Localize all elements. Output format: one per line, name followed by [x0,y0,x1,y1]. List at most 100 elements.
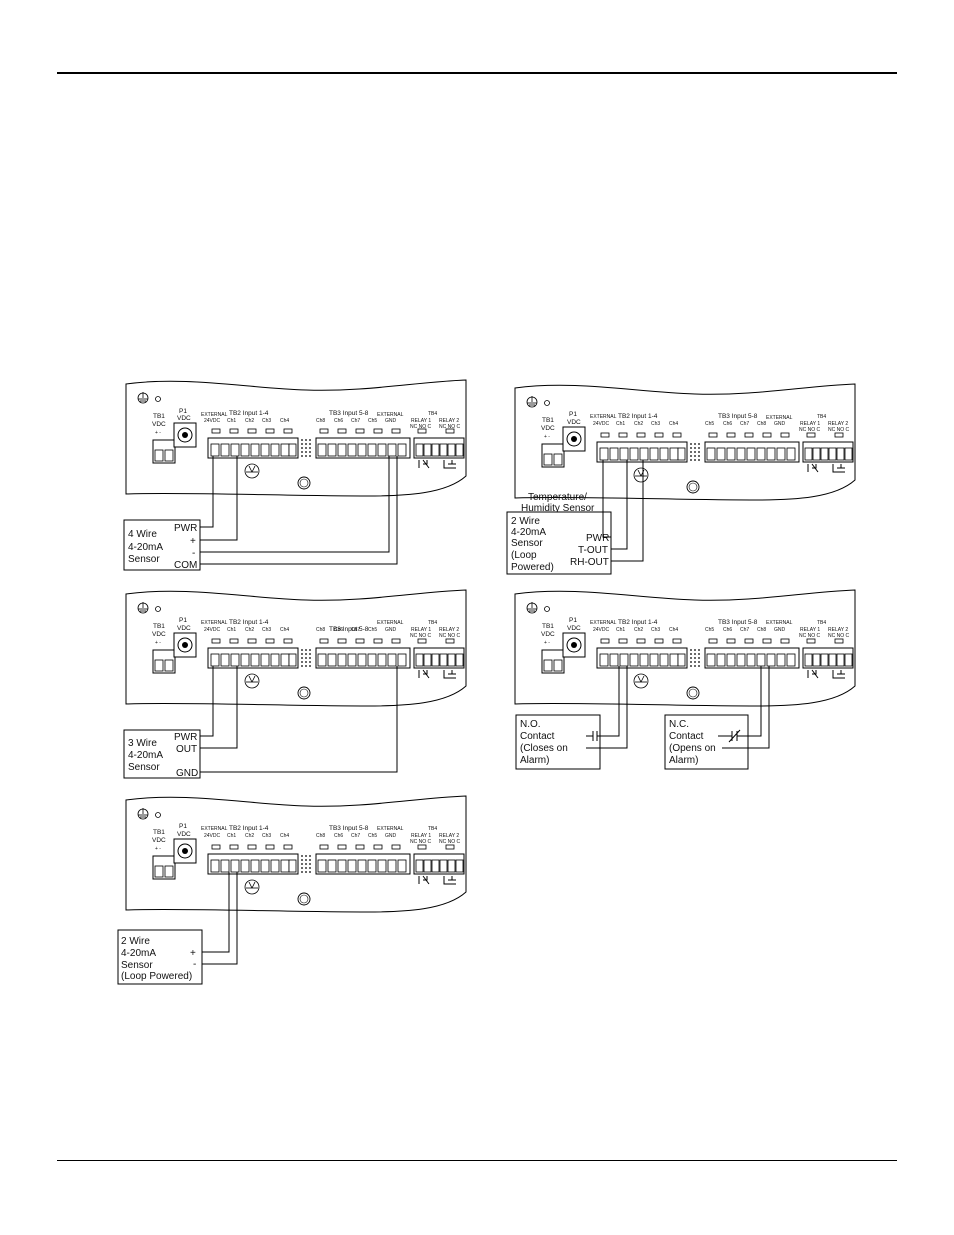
tb1-polarity: + - [155,846,161,852]
ch3-label: Ch3 [651,627,660,633]
tb4-label: TB4 [428,620,437,626]
board-3wire: TB1 VDC + - P1 VDC EXTERNAL 24VDC TB2 In… [125,589,467,707]
sensor-4wire-minus: - [192,548,195,559]
tb2-label: TB2 Input 1-4 [229,410,269,417]
ch4-label: Ch4 [280,627,289,633]
sensor-2wire-line1: 2 Wire [121,936,150,947]
tb4-label: TB4 [428,826,437,832]
ch4-label: Ch4 [280,833,289,839]
ch8-label: Ch8 [757,627,766,633]
relay1-contacts: NC NO C [799,427,821,433]
sensor-temp-humidity: Temperature/ Humidity Sensor 2 Wire 4-20… [506,460,644,575]
sensor-3wire-out: OUT [176,744,197,755]
p1-title: P1 [569,411,577,418]
ext-gnd-label-a: EXTERNAL [377,826,404,832]
sensor-2wire: 2 Wire 4-20mA Sensor (Loop Powered) + - [117,872,238,985]
tb4-label: TB4 [428,411,437,417]
sensor-4wire-pwr: PWR [174,523,197,534]
p1-sub: VDC [177,415,191,422]
p1-title: P1 [569,617,577,624]
ch5-label: Ch5 [368,627,377,633]
ch8-label: Ch8 [316,627,325,633]
ext-gnd-label-b: GND [774,421,786,427]
ch4-label: Ch4 [669,627,678,633]
tb1-sub: VDC [152,631,166,638]
sensor-3wire-line3: Sensor [128,762,160,773]
ext-gnd-label-b: GND [385,418,397,424]
tb1-polarity: + - [544,640,550,646]
p1-sub: VDC [567,625,581,632]
tb1-sub: VDC [152,837,166,844]
sensor-4wire-line1: 4 Wire [128,529,157,540]
tb2-label: TB2 Input 1-4 [618,413,658,420]
sensor-th-line5: Powered) [511,562,554,573]
v24-label: 24VDC [204,833,221,839]
board-4wire: TB1 VDC + - P1 VDC EXTERNAL 24VDC TB2 In… [125,379,467,497]
sensor-2wire-line2: 4-20mA [121,948,156,959]
contact-nc: N.C. Contact (Opens on Alarm) [664,666,770,770]
tb1-polarity: + - [155,430,161,436]
sensor-2wire-plus: + [190,948,196,959]
relay2-contacts: NC NO C [439,633,461,639]
external-label: EXTERNAL [590,414,617,420]
sensor-3wire-pwr: PWR [174,732,197,743]
contact-no-line1: N.O. [520,719,541,730]
contact-nc-line4: Alarm) [669,755,698,766]
tb3-label: TB3 Input 5-8 [329,410,369,417]
ch5-label: Ch5 [368,418,377,424]
sensor-3wire: 3 Wire 4-20mA Sensor PWR OUT GND [123,666,398,779]
tb4-label: TB4 [817,620,826,626]
sensor-th-line1: 2 Wire [511,516,540,527]
ext-gnd-label-a: EXTERNAL [377,620,404,626]
contact-no-line4: Alarm) [520,755,549,766]
tb1-polarity: + - [544,434,550,440]
relay2-label: RELAY 2 [828,421,848,427]
contact-nc-line1: N.C. [669,719,689,730]
sensor-3wire-line2: 4-20mA [128,750,163,761]
ext-gnd-label-b: GND [385,627,397,633]
sensor-th-tout: T-OUT [578,545,608,556]
tb1-sub: VDC [541,631,555,638]
ch5-label: Ch5 [368,833,377,839]
tb2-label: TB2 Input 1-4 [229,619,269,626]
ch7-label: Ch7 [740,627,749,633]
relay1-contacts: NC NO C [410,424,432,430]
ext-gnd-label-b: GND [385,833,397,839]
sensor-th-line3: Sensor [511,538,543,549]
sensor-2wire-line4: (Loop Powered) [121,971,192,982]
v24-label: 24VDC [204,418,221,424]
ext-gnd-label-a: EXTERNAL [766,415,793,421]
ch2-label: Ch2 [245,627,254,633]
ch8-label: Ch8 [316,833,325,839]
sensor-4wire-plus: + [190,536,196,547]
sensor-4wire-com: COM [174,560,197,571]
ch6-label: Ch6 [723,421,732,427]
ch7-label: Ch7 [740,421,749,427]
tb1-sub: VDC [541,425,555,432]
header-rule [57,72,897,74]
tb1-title: TB1 [153,829,165,836]
ch6-label: Ch6 [334,833,343,839]
tb1-polarity: + - [155,640,161,646]
ch2-label: Ch2 [634,627,643,633]
external-label: EXTERNAL [201,826,228,832]
relay1-label: RELAY 1 [800,627,820,633]
ch8-label: Ch8 [316,418,325,424]
tb2-label: TB2 Input 1-4 [229,825,269,832]
ch4-label: Ch4 [280,418,289,424]
sensor-4wire: 4 Wire 4-20mA Sensor PWR + - COM [123,456,398,571]
p1-title: P1 [179,823,187,830]
relay2-label: RELAY 2 [439,627,459,633]
tb1-title: TB1 [542,417,554,424]
relay1-contacts: NC NO C [410,839,432,845]
ch3-label: Ch3 [262,627,271,633]
relay1-contacts: NC NO C [410,633,432,639]
relay2-contacts: NC NO C [439,424,461,430]
sensor-3wire-line1: 3 Wire [128,738,157,749]
ch6-label: Ch6 [723,627,732,633]
contact-no: N.O. Contact (Closes on Alarm) [515,666,628,770]
ch3-label: Ch3 [651,421,660,427]
ext-gnd-label-a: EXTERNAL [377,412,404,418]
ch1-label: Ch1 [616,627,625,633]
